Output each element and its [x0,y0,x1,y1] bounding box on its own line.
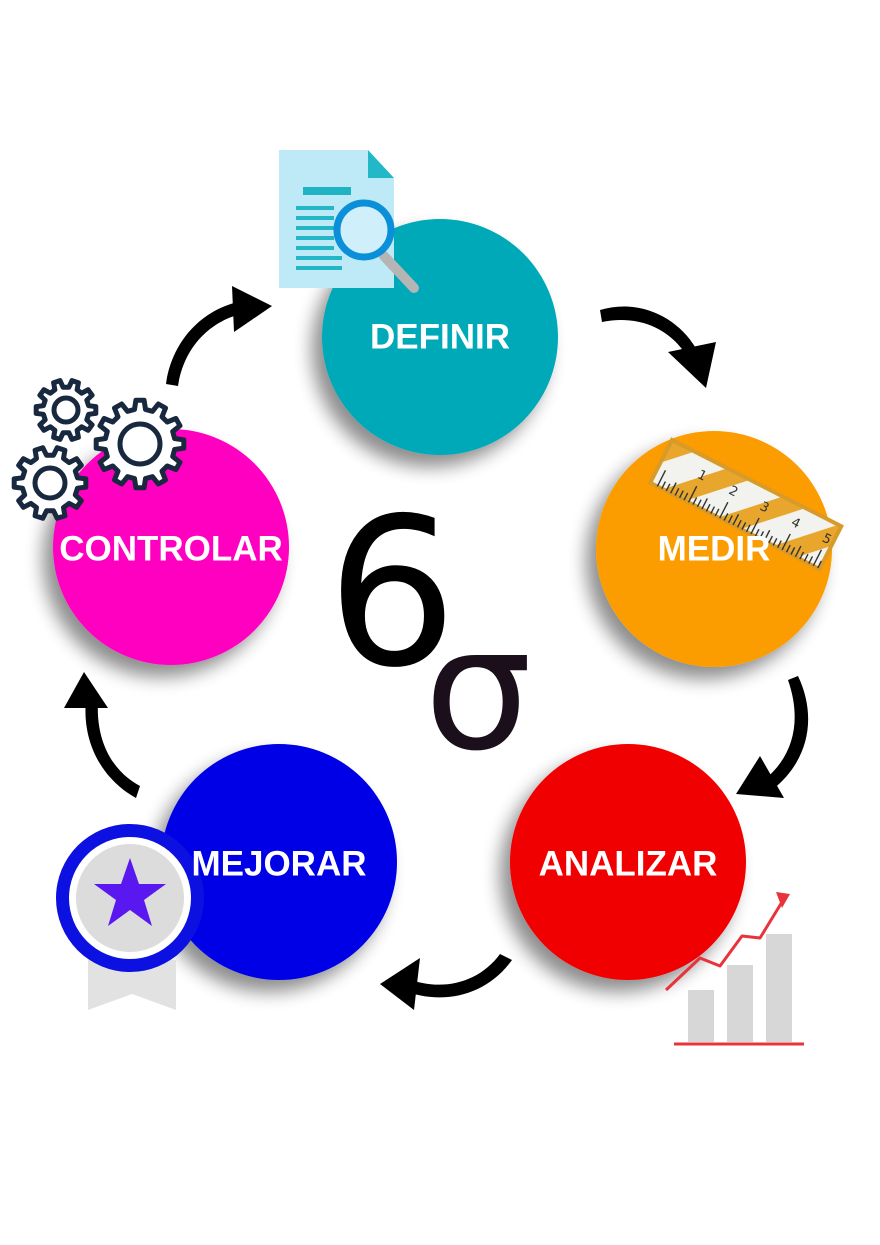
ruler-tick [736,519,742,528]
gear-icon [11,445,89,521]
ruler-tick [759,531,765,539]
ruler-tick [696,499,702,508]
ruler-tick [727,515,733,524]
ruler-tick [812,549,823,567]
arrow-controlar-to-definir [166,286,272,386]
circle-analizar[interactable] [510,744,746,980]
arrow-analizar-to-mejorar [380,954,512,1010]
ruler-tick [678,490,684,499]
circle-mejorar[interactable] [161,744,397,980]
circle-controlar[interactable] [53,429,289,665]
ruler-tick [683,492,689,501]
ruler-tick [714,508,720,517]
ruler-tick [763,529,771,542]
ruler-tick [719,501,729,519]
ruler-tick [665,483,671,492]
label-medir: MEDIR [658,530,771,569]
ruler-tick [661,481,667,489]
arrow-definir-to-medir [600,306,716,388]
arrow-medir-to-analizar [736,676,809,798]
ruler-tick [803,553,809,562]
ruler-tick [732,513,740,526]
ruler-tick [741,522,747,530]
ruler-tick [670,482,677,494]
ruler-tick [723,513,729,521]
ruler-tick [776,540,782,549]
ruler-tick [794,545,802,558]
star-icon [94,858,166,926]
ruler-tick [772,537,778,546]
label-mejorar: MEJORAR [191,845,366,884]
ruler-tick [790,547,796,555]
label-analizar: ANALIZAR [539,845,718,884]
ruler-tick [750,517,760,535]
ruler-tick [785,544,791,553]
label-controlar: CONTROLAR [59,530,283,569]
label-definir: DEFINIR [370,318,510,357]
ruler-tick [705,503,711,512]
ruler-tick [808,556,814,564]
document-search-icon [279,150,419,293]
ruler-tick [674,488,680,496]
ruler-tick [799,551,805,560]
ruler-tick [692,497,698,505]
six-digit: 6 [327,475,457,713]
ruler-tick [710,506,716,514]
ruler-tick [754,528,760,537]
ruler-tick [656,470,667,487]
ruler-tick [768,535,773,544]
growth-chart-icon [664,892,804,1046]
ruler-tick [701,498,708,510]
ruler-tick [817,560,822,569]
gear-icon [93,397,187,491]
ruler-tick [781,533,791,551]
sigma-symbol: σ [424,591,532,789]
arrow-mejorar-to-controlar [64,672,140,798]
ruler-tick [687,485,698,503]
gears-icon [11,378,187,521]
gear-icon [33,378,99,442]
star-badge-icon [56,824,204,1010]
ruler-tick [745,524,751,533]
